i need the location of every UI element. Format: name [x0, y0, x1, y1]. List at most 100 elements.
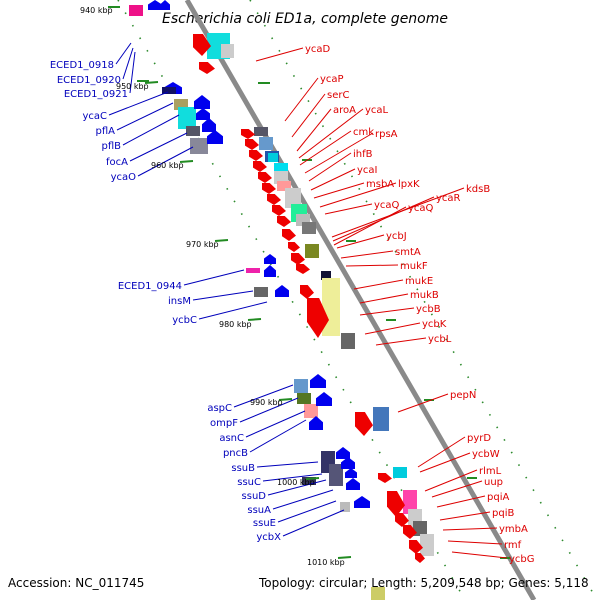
- leader-line: [282, 509, 345, 537]
- forward-gene-arrow: [355, 412, 373, 436]
- gene-label-right[interactable]: pqiB: [492, 508, 514, 519]
- leader-line: [431, 480, 483, 498]
- gene-label-right[interactable]: serC: [327, 90, 349, 101]
- gene-label-left[interactable]: ECED1_0944: [118, 281, 182, 292]
- gene-label-right[interactable]: ycaP: [320, 74, 344, 85]
- ruler-label: 960 kbp: [151, 161, 184, 170]
- leader-line: [451, 551, 508, 559]
- gene-label-right[interactable]: ycbW: [472, 449, 500, 460]
- leader-line: [345, 264, 399, 267]
- gene-label-right[interactable]: ycaQ: [374, 200, 400, 211]
- gene-label-right[interactable]: uup: [484, 477, 503, 488]
- gene-label-right[interactable]: mukB: [410, 290, 439, 301]
- ruler-tick: [305, 477, 320, 480]
- gene-label-right[interactable]: pepN: [450, 390, 476, 401]
- gene-label-left[interactable]: pncB: [223, 448, 248, 459]
- gene-label-right[interactable]: lpxK: [398, 179, 420, 190]
- gene-label-left[interactable]: ycaO: [111, 172, 137, 183]
- topology-text: Topology: circular; Length: 5,209,548 bp…: [258, 576, 589, 590]
- leader-line: [129, 51, 136, 94]
- gene-label-right[interactable]: ycaI: [357, 165, 378, 176]
- gene-label-right[interactable]: ycbB: [416, 304, 441, 315]
- gene-label-left[interactable]: asnC: [219, 433, 244, 444]
- gene-block: [322, 278, 340, 336]
- leader-line: [340, 250, 394, 259]
- gene-label-right[interactable]: kdsB: [466, 184, 490, 195]
- gene-label-right[interactable]: pyrD: [467, 433, 491, 444]
- forward-gene-arrow: [277, 216, 291, 227]
- gene-label-right[interactable]: ycaL: [365, 105, 389, 116]
- gene-label-right[interactable]: rmf: [504, 540, 522, 551]
- forward-gene-arrow: [193, 34, 211, 56]
- reverse-gene-arrow: [148, 0, 162, 10]
- gene-label-right[interactable]: mukF: [400, 261, 428, 272]
- gene-label-left[interactable]: pflA: [96, 126, 116, 137]
- leader-line: [447, 540, 503, 545]
- gene-block: [393, 467, 407, 478]
- reverse-gene-arrow: [160, 0, 170, 10]
- gene-label-left[interactable]: ECED1_0918: [50, 60, 114, 71]
- gene-label-left[interactable]: ssuA: [247, 505, 271, 516]
- gene-label-left[interactable]: ssuE: [253, 518, 276, 529]
- gene-block: [246, 268, 260, 273]
- gene-block: [304, 404, 318, 418]
- ruler-label: 990 kbp: [250, 398, 283, 407]
- gene-label-right[interactable]: ycaD: [305, 44, 331, 55]
- gene-label-left[interactable]: ssuC: [237, 477, 261, 488]
- gene-label-left[interactable]: pflB: [101, 141, 121, 152]
- gene-label-left[interactable]: ECED1_0921: [64, 89, 128, 100]
- gene-label-right[interactable]: aroA: [333, 105, 356, 116]
- ruler-label: 1000 kbp: [277, 478, 315, 487]
- leader-line: [192, 290, 254, 301]
- gene-label-right[interactable]: ycbL: [428, 334, 452, 345]
- ruler-label: 940 kbp: [80, 6, 113, 15]
- forward-gene-arrow: [291, 253, 305, 265]
- leader-line: [417, 436, 466, 468]
- gene-label-left[interactable]: ycbC: [172, 315, 197, 326]
- gene-label-right[interactable]: ycaQ: [408, 203, 434, 214]
- gene-label-right[interactable]: rpsA: [375, 129, 398, 140]
- gene-label-right[interactable]: ymbA: [499, 524, 528, 535]
- gene-label-right[interactable]: mukE: [405, 276, 433, 287]
- gene-label-left[interactable]: ECED1_0920: [57, 75, 121, 86]
- reverse-gene-arrow: [196, 108, 210, 120]
- ruler-tick: [214, 239, 229, 242]
- gene-label-right[interactable]: ihfB: [353, 149, 373, 160]
- leader-line: [291, 93, 326, 138]
- gene-label-right[interactable]: pqiA: [487, 492, 509, 503]
- leader-line: [375, 337, 427, 346]
- gene-label-left[interactable]: ycaC: [82, 111, 107, 122]
- gene-label-right[interactable]: msbA: [366, 179, 394, 190]
- gene-label-right[interactable]: cmk: [353, 127, 374, 138]
- leader-line: [267, 479, 327, 496]
- forward-gene-arrow: [249, 150, 263, 161]
- leader-line: [108, 91, 169, 116]
- leader-line: [364, 322, 421, 335]
- gene-label-left[interactable]: aspC: [207, 403, 232, 414]
- gene-label-right[interactable]: ycbG: [509, 554, 535, 565]
- gene-label-right[interactable]: ycbK: [422, 319, 447, 330]
- leader-line: [239, 397, 299, 423]
- gene-label-right[interactable]: ycaR: [436, 193, 461, 204]
- ruler-label: 950 kbp: [116, 82, 149, 91]
- forward-gene-arrow: [253, 161, 267, 172]
- gene-label-left[interactable]: ycbX: [256, 532, 281, 543]
- gene-label-right[interactable]: smtA: [395, 247, 421, 258]
- gene-block: [221, 44, 234, 58]
- forward-gene-arrow: [300, 285, 314, 299]
- reverse-gene-arrow: [264, 254, 276, 264]
- leader-line: [122, 114, 180, 146]
- gene-label-right[interactable]: rlmL: [479, 466, 502, 477]
- gene-label-left[interactable]: ssuB: [231, 463, 255, 474]
- forward-gene-arrow: [245, 139, 259, 150]
- gene-label-right[interactable]: ycbJ: [386, 231, 407, 242]
- gene-label-left[interactable]: focA: [106, 157, 128, 168]
- gene-label-left[interactable]: insM: [168, 296, 191, 307]
- gene-label-left[interactable]: ssuD: [242, 491, 267, 502]
- chromosome-backbone: [184, 0, 537, 600]
- gene-label-left[interactable]: ompF: [210, 418, 238, 429]
- forward-gene-arrow: [267, 194, 281, 205]
- forward-gene-arrow: [395, 513, 409, 527]
- leader-line: [272, 489, 334, 510]
- reverse-gene-arrow: [346, 478, 360, 490]
